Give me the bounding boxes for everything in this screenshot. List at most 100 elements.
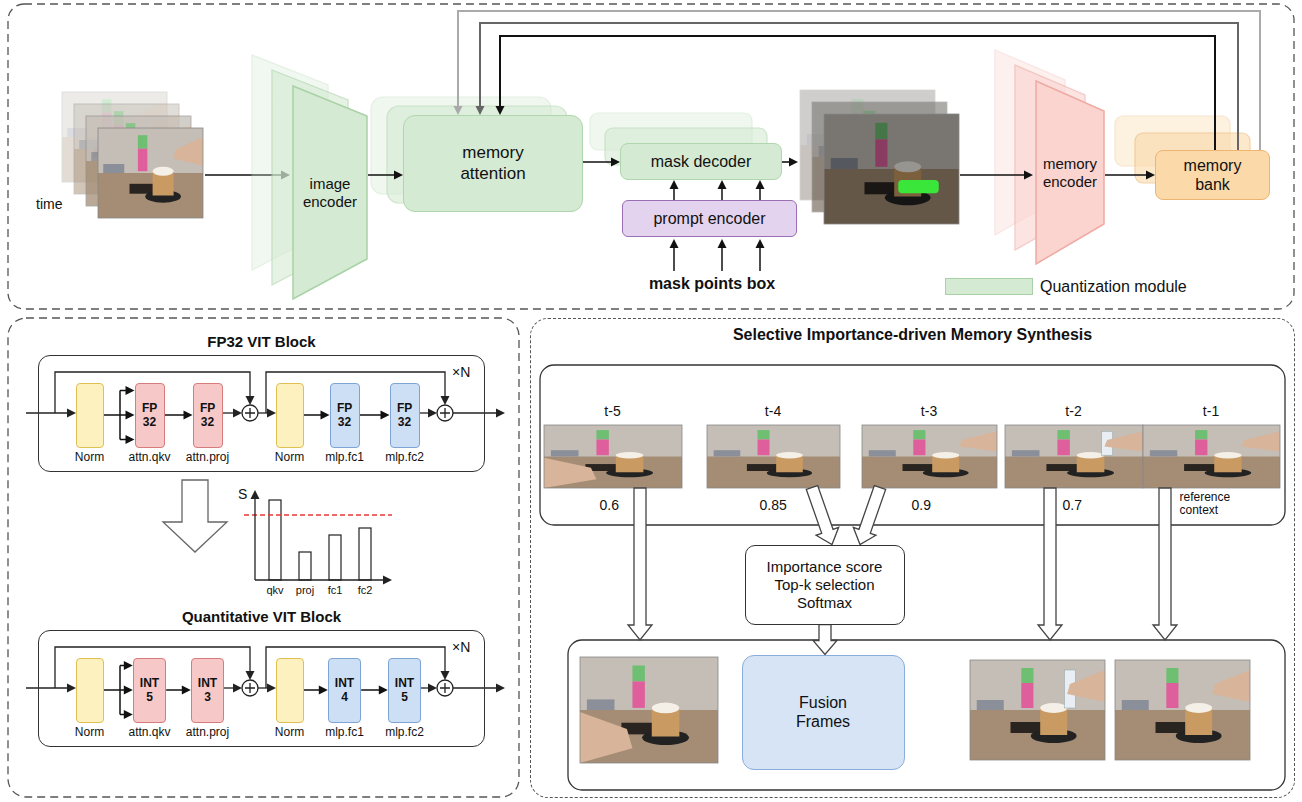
norm-layer: Norm [76, 383, 104, 448]
synthesis-panel: Selective Importance-driven Memory Synth… [530, 318, 1295, 798]
arrow-head [267, 684, 276, 693]
panel-outline [8, 4, 1294, 309]
drawing-shape [544, 425, 682, 488]
arrow-head [670, 180, 679, 189]
arrow-head [319, 686, 328, 695]
norm-layer: Norm [276, 383, 304, 448]
repeat-count: ×N [452, 364, 470, 381]
time-step: t-5 [604, 403, 620, 420]
time-step: t-2 [1065, 403, 1081, 420]
connector [166, 686, 191, 695]
add-symbol [245, 683, 255, 693]
arrow-head [454, 106, 463, 115]
linear-layer: FP 32attn.proj [193, 383, 223, 448]
bar-label: qkv [266, 584, 283, 597]
drawing-shape [174, 137, 203, 166]
result-row-box [568, 640, 1285, 790]
add-symbol [440, 408, 450, 418]
drawing-shape [824, 114, 959, 224]
box-label: memory bank [1175, 156, 1250, 194]
drawing-shape [544, 425, 682, 488]
drawing-shape [1122, 700, 1149, 710]
flow-arrow [453, 412, 499, 413]
vit-block: FP32 VIT BlockNormFP 32attn.qkvFP 32attn… [38, 355, 485, 472]
drawing-shape [1195, 430, 1207, 439]
arrow-head [126, 411, 135, 420]
drawing-shape [587, 699, 615, 710]
prompt-encoder-box: prompt encoder [622, 200, 797, 237]
drawing-shape [824, 114, 959, 224]
connector [670, 180, 679, 200]
drawing-shape [580, 712, 632, 763]
photo-frame [544, 425, 682, 488]
drawing-shape [632, 665, 644, 681]
drawing-shape [824, 114, 959, 224]
box-label: Importance score Top-k selection Softmax [759, 558, 891, 612]
axis-label: time [36, 196, 62, 213]
arrow-head [124, 661, 133, 670]
precision-label: INT 3 [198, 676, 217, 705]
panel-title: Selective Importance-driven Memory Synth… [531, 325, 1294, 344]
connector-line [104, 689, 121, 691]
connector [496, 36, 1216, 150]
encoder-block: image encoder [292, 85, 368, 300]
arrow-head [476, 106, 485, 115]
arrow-head [124, 710, 133, 719]
drawing-shape [1067, 670, 1105, 702]
drawing-shape [1040, 703, 1067, 713]
flow-arrow [673, 245, 675, 271]
drawing-shape [1150, 450, 1177, 456]
box-label: memory attention [446, 143, 541, 184]
time-step: t-1 [1203, 403, 1219, 420]
sensitivity-bar [359, 528, 371, 580]
add-symbol [437, 405, 453, 421]
hollow-arrow [628, 488, 652, 640]
connector-line [360, 414, 384, 416]
importance-score: 0.7 [1063, 497, 1082, 514]
precision-label: INT 5 [140, 676, 159, 705]
attention-block: memory attention [403, 115, 583, 212]
layer-name: Norm [275, 450, 304, 464]
time-step: t-3 [921, 403, 937, 420]
drawing-shape [652, 703, 680, 714]
arrow-head [246, 671, 255, 680]
block-title: FP32 VIT Block [207, 333, 315, 351]
arrow-head [394, 171, 403, 180]
drawing-shape [1166, 668, 1178, 683]
photo-frame [707, 425, 840, 488]
connector-line [361, 689, 382, 691]
fusion-box: Fusion Frames [742, 655, 905, 770]
connector-line [583, 161, 614, 163]
layer-name: Norm [75, 450, 104, 464]
flow-arrow [721, 245, 723, 271]
flow-arrow [453, 687, 499, 688]
arrow-head [67, 409, 76, 418]
drawing-shape [1115, 710, 1250, 760]
layer-name: Norm [275, 725, 304, 739]
arrow-head [233, 684, 242, 693]
sensitivity-bar [299, 552, 311, 580]
drawing-shape [596, 439, 608, 455]
hollow-arrow [1038, 488, 1062, 640]
precision-label: FP 32 [397, 401, 412, 430]
drawing-shape [862, 425, 997, 488]
drawing-shape [1115, 660, 1250, 760]
drawing-shape [1185, 703, 1212, 713]
drawing-shape [1143, 457, 1280, 489]
arrow-head [496, 684, 505, 693]
decoder-block: mask decoder [620, 143, 782, 180]
hollow-arrow [853, 486, 885, 545]
connector [583, 158, 620, 167]
box-label: prompt encoder [653, 209, 765, 228]
arrow-head [124, 686, 133, 695]
drawing-shape [977, 700, 1004, 710]
drawing-shape [1242, 431, 1280, 451]
drawing-shape [544, 457, 682, 489]
arrow-head [379, 686, 388, 695]
drawing-shape [1012, 450, 1040, 456]
drawing-shape [138, 135, 147, 149]
linear-layer: FP 32mlp.fc1 [330, 383, 360, 448]
arrow-head [381, 411, 390, 420]
drawing-shape [138, 149, 147, 172]
